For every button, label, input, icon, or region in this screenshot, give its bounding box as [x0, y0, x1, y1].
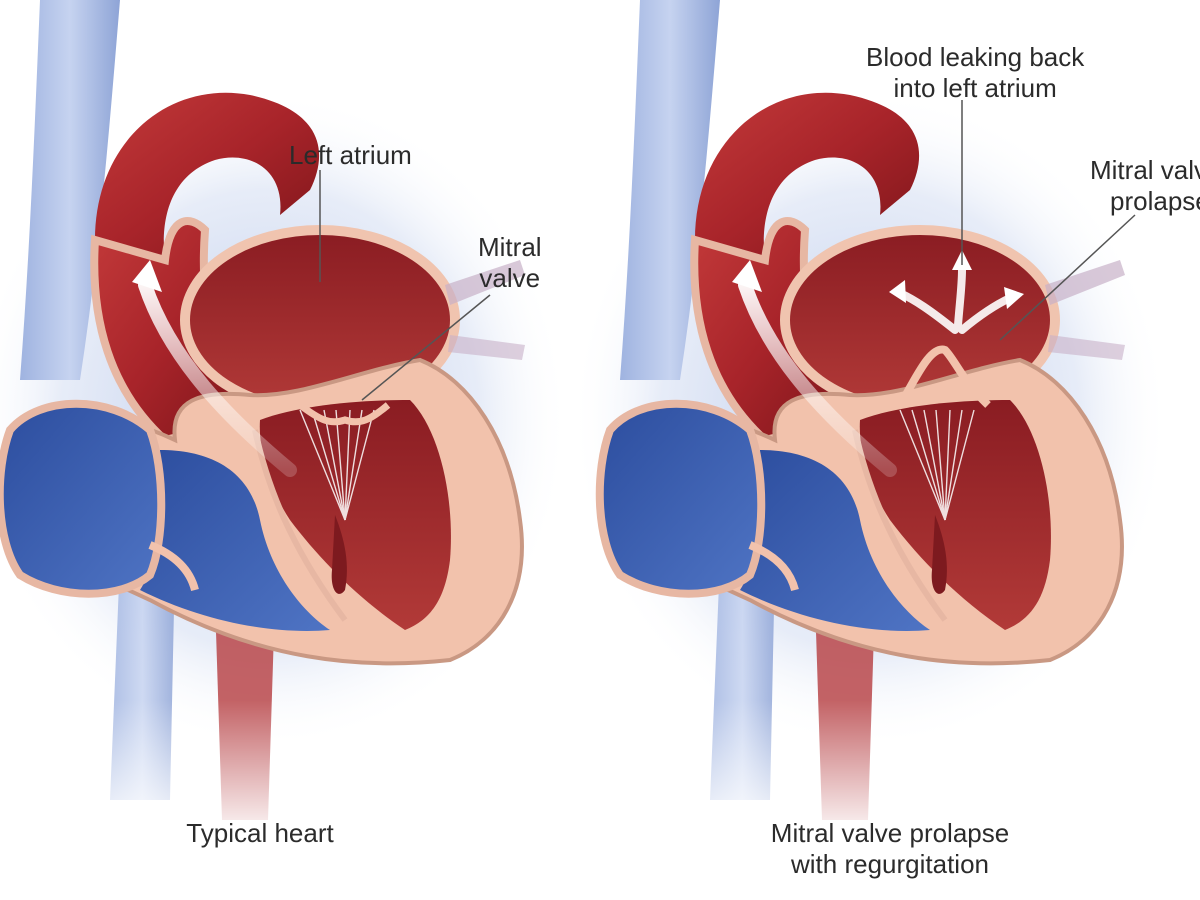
caption-prolapse-line2: with regurgitation — [791, 849, 989, 879]
label-prolapse-line2: prolapse — [1110, 186, 1200, 216]
label-blood-leaking-line1: Blood leaking back — [866, 42, 1085, 72]
label-mitral-valve-line1: Mitral — [478, 232, 542, 262]
prolapse-heart-illustration — [560, 0, 1180, 840]
label-blood-leaking-line2: into left atrium — [893, 73, 1057, 103]
caption-prolapse: Mitral valve prolapse with regurgitation — [740, 818, 1040, 880]
typical-heart-illustration — [0, 0, 580, 840]
label-mitral-valve: Mitral valve — [478, 232, 542, 294]
label-mitral-valve-prolapse: Mitral valve prolapse — [1090, 155, 1200, 217]
label-mitral-valve-line2: valve — [479, 263, 541, 293]
label-prolapse-line1: Mitral valve — [1090, 155, 1200, 185]
label-left-atrium: Left atrium — [289, 140, 412, 170]
caption-prolapse-line1: Mitral valve prolapse — [770, 818, 1010, 848]
leader-lines — [319, 100, 1136, 401]
caption-typical-heart: Typical heart — [186, 818, 334, 848]
label-blood-leaking: Blood leaking back into left atrium — [866, 42, 1084, 104]
